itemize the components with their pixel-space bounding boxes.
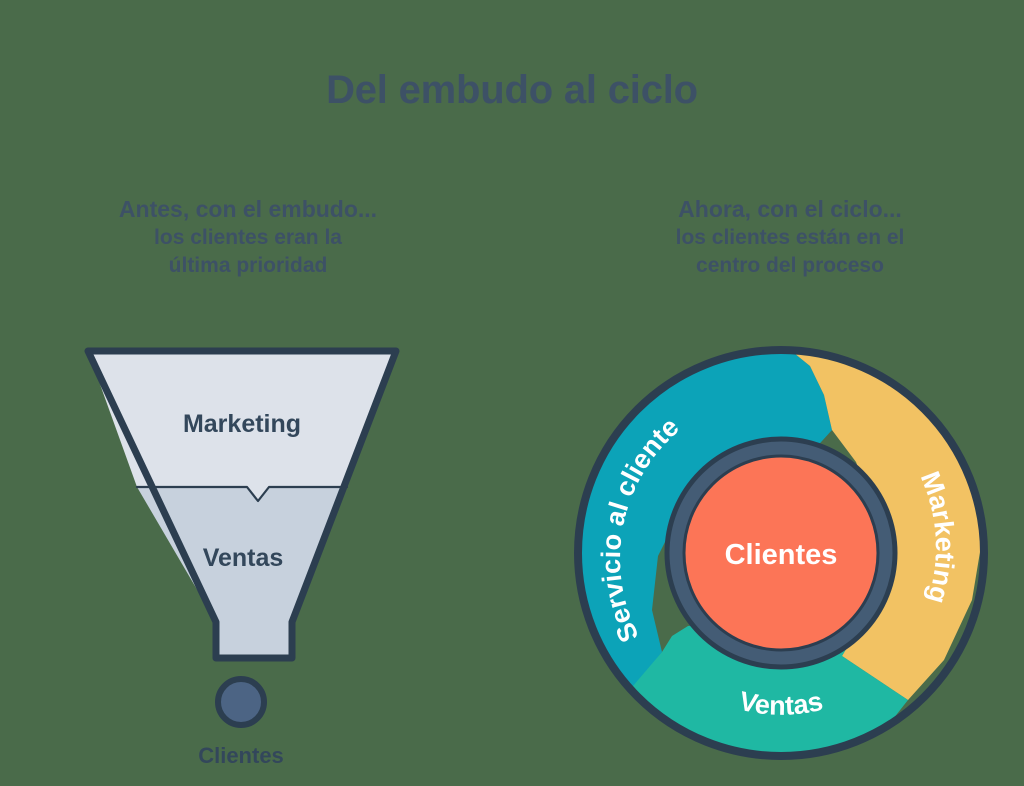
right-panel-heading: Ahora, con el ciclo... los clientes está… bbox=[570, 194, 1010, 280]
left-heading-line1: los clientes eran la bbox=[154, 226, 342, 250]
funnel-stage-divider bbox=[135, 485, 349, 503]
flywheel-diagram: Clientes Servicio al cliente Marketing V… bbox=[574, 346, 988, 760]
flywheel-center-label: Clientes bbox=[725, 539, 838, 571]
funnel-stage-marketing-shape bbox=[88, 351, 396, 501]
clientes-dot bbox=[215, 676, 267, 728]
left-panel-heading: Antes, con el embudo... los clientes era… bbox=[28, 194, 468, 280]
right-heading-line2: centro del proceso bbox=[696, 254, 884, 278]
flywheel-center-core bbox=[682, 454, 880, 652]
right-heading-line1: los clientes están en el bbox=[675, 226, 905, 250]
right-heading-lead: Ahora, con el ciclo... bbox=[678, 196, 902, 222]
funnel-outcome-label: Clientes bbox=[198, 743, 284, 768]
funnel-outline bbox=[84, 347, 400, 662]
funnel-diagram: Marketing Ventas Clientes bbox=[84, 347, 400, 768]
funnel-stage-ventas-shape bbox=[137, 487, 347, 658]
funnel-label-marketing: Marketing bbox=[183, 410, 301, 438]
funnel-label-ventas: Ventas bbox=[203, 544, 284, 572]
left-heading-line2: última prioridad bbox=[168, 254, 328, 278]
flywheel-outer-ring bbox=[574, 346, 988, 760]
flywheel-label-ventas: Ventas bbox=[737, 686, 826, 721]
left-heading-lead: Antes, con el embudo... bbox=[118, 196, 378, 222]
page-title: Del embudo al ciclo bbox=[326, 68, 698, 112]
